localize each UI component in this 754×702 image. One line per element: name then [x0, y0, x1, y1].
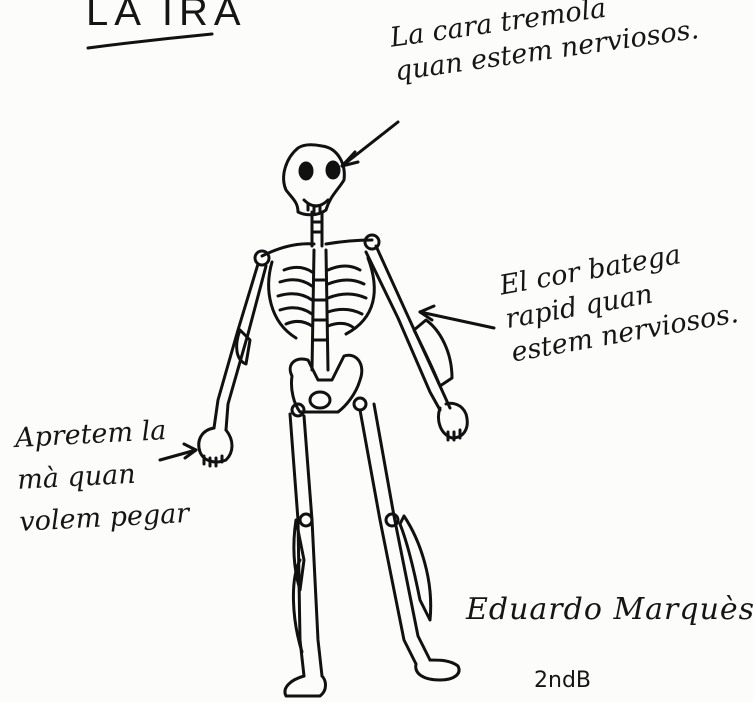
leg-left: [285, 414, 326, 696]
leg-right: [360, 404, 459, 680]
clavicles: [255, 235, 379, 265]
arrow-hand: [160, 444, 196, 460]
arm-left: [199, 264, 266, 466]
skull: [284, 145, 345, 215]
rib-cage: [269, 258, 375, 338]
arrow-face: [342, 122, 398, 166]
spine: [312, 212, 328, 370]
arm-right: [366, 246, 467, 440]
